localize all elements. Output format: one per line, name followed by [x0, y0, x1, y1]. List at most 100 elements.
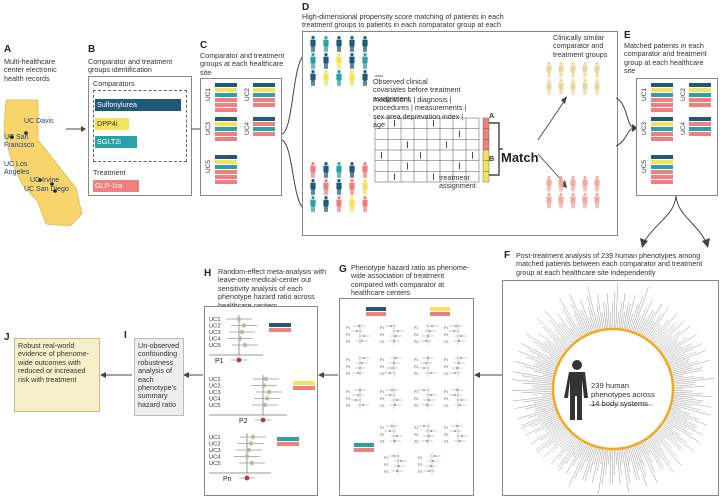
site-stack-3	[215, 117, 237, 141]
site-label-davis: UC Davis	[24, 118, 54, 126]
site-label-4: UC4	[244, 122, 251, 135]
site-stack-5	[651, 155, 673, 184]
mini-row-label: P2	[384, 463, 388, 467]
treatment-person	[349, 162, 354, 178]
mini-row-label: P2	[380, 333, 384, 337]
matched-comparator-person	[570, 79, 575, 94]
panel-h-letter: H	[204, 268, 211, 279]
panel-g-letter: G	[339, 264, 347, 275]
treatment-person	[310, 179, 315, 195]
site-estimate-dot	[237, 317, 241, 321]
treatment-person	[349, 196, 354, 212]
group-b-label: B	[489, 155, 494, 163]
panel-f-box: 239 human phenotypes across 14 body syst…	[502, 280, 719, 496]
panel-f-caption: Post-treatment analysis of 239 human phe…	[516, 252, 720, 277]
mini-row-label: P1	[380, 326, 384, 330]
site-stack-4	[253, 117, 275, 136]
treatment-label: Treatment	[93, 169, 126, 177]
mini-row-label: P1	[444, 426, 448, 430]
panel-b-letter: B	[88, 44, 95, 55]
mini-row-label: P3	[380, 372, 384, 376]
mini-row-label: P1	[414, 390, 418, 394]
h-chip-1	[269, 323, 291, 332]
site-label-2: UC2	[244, 88, 251, 101]
mini-row-label: P2	[346, 365, 350, 369]
arrow-a-b	[66, 124, 86, 134]
group-a-label: A	[489, 112, 494, 120]
mini-row-label: P2	[444, 397, 448, 401]
matched-comparator-person	[594, 79, 599, 94]
comparator-person	[336, 70, 341, 86]
comparator-person	[362, 70, 367, 86]
glp1ra-chip: GLP-1ra	[93, 180, 139, 192]
h-chip-2	[293, 381, 315, 390]
arrows-d-e	[616, 90, 638, 150]
match-label: Match	[501, 150, 539, 165]
mini-row-label: P1	[414, 326, 418, 330]
mini-row-label: P2	[444, 333, 448, 337]
phenotype-label: Pn	[223, 476, 232, 483]
treatment-person	[336, 179, 341, 195]
mini-row-label: P2	[380, 397, 384, 401]
mini-row-label: P1	[414, 358, 418, 362]
arrow-i-j	[100, 370, 132, 380]
treatment-person	[323, 162, 328, 178]
mini-row-label: P1	[380, 426, 384, 430]
mini-row-label: P2	[414, 433, 418, 437]
panel-g-caption: Phenotype hazard ratio as phenome-wide a…	[351, 264, 471, 298]
site-estimate-dot	[265, 396, 269, 400]
mini-row-label: P3	[414, 440, 418, 444]
site-estimate-dot	[267, 390, 271, 394]
uc-row-label: UC2	[209, 442, 221, 448]
site-stack-4	[689, 117, 711, 136]
mini-row-label: P3	[444, 340, 448, 344]
comparator-person	[323, 70, 328, 86]
mini-row-label: P3	[380, 404, 384, 408]
site-label-1: UC1	[205, 88, 212, 101]
uc-row-label: UC3	[209, 448, 221, 454]
panel-i-box: Un-observed confounding robustness analy…	[134, 338, 184, 416]
g-chip-sglt2i	[354, 443, 374, 452]
matched-comparator-person	[594, 62, 599, 77]
mini-row-label: P3	[380, 440, 384, 444]
mini-row-label: P2	[346, 333, 350, 337]
g-chip-dpp4i	[430, 307, 450, 316]
mini-row-label: P1	[346, 326, 350, 330]
site-stack-1	[651, 83, 673, 112]
site-estimate-dot	[263, 403, 267, 407]
mini-row-label: P1	[444, 326, 448, 330]
mini-row-label: P1	[380, 358, 384, 362]
mini-row-label: P3	[414, 372, 418, 376]
sglt2i-chip: SGLT2i	[95, 136, 137, 148]
mini-row-label: P2	[346, 397, 350, 401]
treatment-person	[336, 196, 341, 212]
sulfonylurea-chip: Sulfonylurea	[95, 99, 181, 111]
site-estimate-dot	[240, 330, 244, 334]
matched-treatment-person	[558, 193, 563, 208]
summary-estimate-dot	[261, 418, 266, 423]
matched-comparator-person	[570, 62, 575, 77]
mini-row-label: P1	[444, 390, 448, 394]
mini-row-label: P2	[444, 365, 448, 369]
panel-d-box: Observed clinical covariates before trea…	[302, 31, 618, 236]
treatment-person	[362, 162, 367, 178]
treatment-person	[310, 196, 315, 212]
panel-i-letter: I	[124, 330, 127, 341]
panel-d-figure	[303, 32, 617, 235]
arrows-e-f	[620, 194, 720, 254]
site-label-5: UC5	[205, 160, 212, 173]
meta-analysis-forest: UC1UC2UC3UC4UC5P1UC1UC2UC3UC4UC5P2UC1UC2…	[205, 307, 317, 495]
treatment-person	[362, 196, 367, 212]
uc-row-label: UC1	[209, 377, 221, 383]
uc-row-label: UC5	[209, 343, 221, 349]
panel-a-letter: A	[4, 44, 11, 55]
